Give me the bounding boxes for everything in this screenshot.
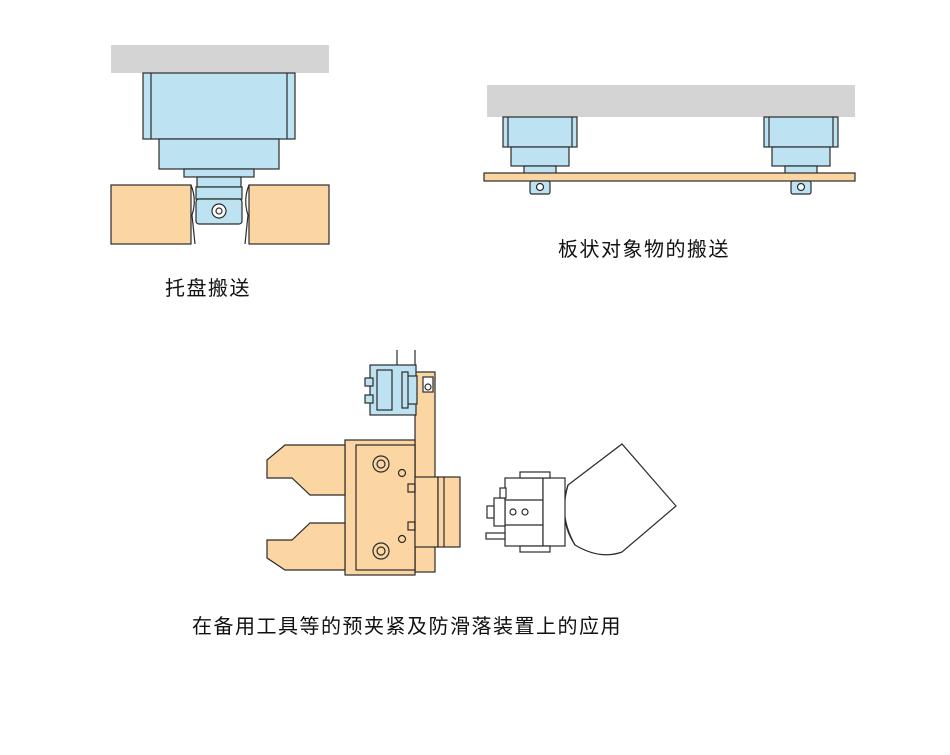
base-plate [111, 45, 329, 73]
clamp-pin [195, 176, 243, 225]
clamp-unit-right [763, 116, 839, 175]
clamp-unit-top [364, 364, 418, 416]
plate-object [483, 172, 856, 182]
gripper [266, 439, 461, 576]
clamp-pin-left [529, 180, 551, 195]
base-plate [487, 85, 855, 117]
lower-jaw [266, 522, 346, 571]
plate-transfer-caption: 板状对象物的搬送 [558, 237, 730, 261]
clamp-unit-left [502, 116, 578, 175]
pallet-transfer-caption: 托盘搬送 [165, 276, 251, 300]
clamp-pin-right [790, 180, 812, 195]
clamp-unit [142, 72, 296, 178]
pallet-board [110, 184, 330, 245]
tool-application-figure [266, 350, 677, 576]
tool-application-caption: 在备用工具等的预夹紧及防滑落装置上的应用 [192, 614, 622, 638]
plate-transfer-figure [483, 85, 856, 195]
robot-arm [485, 443, 677, 556]
pallet-transfer-figure [110, 45, 330, 245]
upper-jaw [266, 444, 346, 496]
